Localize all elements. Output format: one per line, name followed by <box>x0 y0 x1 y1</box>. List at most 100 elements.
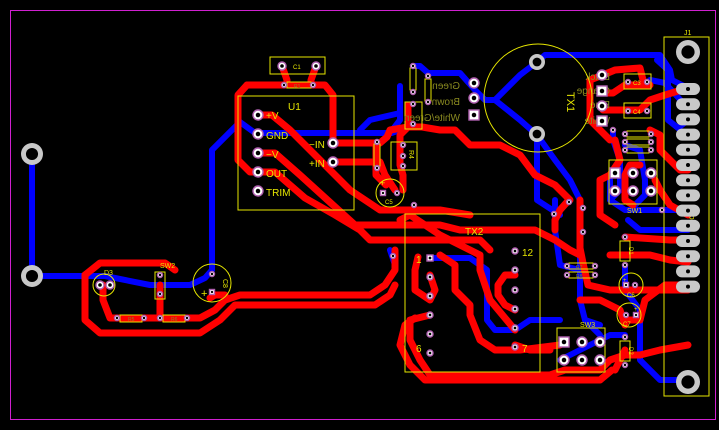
drill-hole <box>686 284 690 289</box>
drill-hole <box>599 88 605 94</box>
drill-hole <box>686 87 690 91</box>
drill-hole <box>108 283 112 287</box>
drill-hole <box>428 275 432 279</box>
drill-hole <box>649 132 653 136</box>
drill-hole <box>567 200 571 204</box>
drill-hole <box>686 239 690 243</box>
drill-hole <box>412 203 416 207</box>
drill-hole <box>686 223 690 228</box>
drill-hole <box>686 132 690 137</box>
d3-label: D3 <box>104 270 113 277</box>
sw2-label: SW2 <box>160 263 175 270</box>
drill-hole <box>185 316 189 320</box>
top-trace <box>576 196 692 294</box>
sw1-outline <box>608 159 658 205</box>
drill-hole <box>612 188 618 194</box>
r3-outline <box>424 78 432 102</box>
d1-label: D1 <box>627 247 633 255</box>
top-trace <box>396 211 519 334</box>
c6-outline <box>618 272 644 298</box>
drill-hole <box>561 339 567 345</box>
c7-outline <box>616 302 642 328</box>
drill-hole <box>686 193 690 198</box>
c1-label: C1 <box>293 65 301 71</box>
drill-hole <box>686 117 690 122</box>
top-trace <box>206 291 229 302</box>
drill-hole <box>623 140 627 144</box>
drill-hole <box>513 307 517 311</box>
u1-pin-label: GND <box>266 131 288 142</box>
wire-label: Orange <box>576 86 610 97</box>
drill-hole <box>471 112 477 118</box>
top-trace <box>586 71 614 144</box>
drill-hole <box>255 112 261 118</box>
drill-hole <box>428 294 432 298</box>
drill-hole <box>623 335 627 339</box>
drill-hole <box>532 57 542 67</box>
drill-hole <box>645 80 649 84</box>
drill-hole <box>98 283 102 287</box>
top-trace <box>254 111 474 219</box>
drill-hole <box>660 208 664 212</box>
bottom-trace <box>427 255 563 333</box>
drill-hole <box>686 269 690 274</box>
drill-hole <box>115 316 119 320</box>
drill-hole <box>395 191 399 195</box>
drill-hole <box>624 313 628 317</box>
drill-hole <box>401 143 405 147</box>
drill-hole <box>25 147 39 161</box>
c4-outline <box>623 102 652 119</box>
board-outline <box>10 10 716 420</box>
drill-hole <box>686 147 690 152</box>
drill-hole <box>428 313 432 317</box>
drill-hole <box>611 128 615 132</box>
r10-outline <box>626 130 650 138</box>
d2-label: D2 <box>627 347 633 355</box>
u1-pin-label: −IN <box>309 140 325 151</box>
c5-label: C5 <box>385 200 393 206</box>
tx1-outline <box>483 43 593 153</box>
c5-polarity: + <box>380 178 385 188</box>
d1-outline <box>619 240 631 262</box>
r7-label: R7 <box>576 265 583 271</box>
top-trace <box>436 251 564 354</box>
drill-hole <box>513 268 517 272</box>
drill-hole <box>158 292 162 296</box>
drill-hole <box>381 191 385 195</box>
drill-hole <box>158 273 162 277</box>
drill-hole <box>581 230 585 234</box>
top-trace <box>396 101 412 194</box>
r2-outline <box>409 67 417 91</box>
drill-hole <box>612 170 618 176</box>
top-trace <box>99 246 399 322</box>
drill-hole <box>686 178 690 183</box>
drill-hole <box>426 74 430 78</box>
drill-hole <box>411 102 415 106</box>
r5-label: R5 <box>128 317 135 323</box>
c3-outline <box>623 73 652 90</box>
sw3-outline <box>556 327 606 373</box>
drill-hole <box>426 100 430 104</box>
drill-hole <box>634 313 638 317</box>
d3-outline <box>92 273 116 297</box>
drill-hole <box>626 109 630 113</box>
drill-hole <box>255 150 261 156</box>
top-trace <box>551 197 572 234</box>
tx2-pin-label: 12 <box>522 248 534 259</box>
u1-pin-label: OUT <box>266 169 287 180</box>
c8-label: C8 <box>221 279 228 288</box>
tx2-outline <box>404 213 541 373</box>
top-trace <box>621 161 644 209</box>
top-trace <box>406 311 692 379</box>
tx2-pin-label: 1 <box>416 255 422 266</box>
drill-hole <box>599 118 605 124</box>
drill-hole <box>210 272 214 276</box>
pads-layer <box>21 40 700 394</box>
top-trace <box>576 296 629 329</box>
drill-hole <box>593 264 597 268</box>
drill-hole <box>623 363 627 367</box>
wire-label: Green <box>432 81 460 92</box>
top-trace <box>599 81 654 97</box>
drill-hole <box>581 206 585 210</box>
c6-polarity: + <box>623 278 627 284</box>
